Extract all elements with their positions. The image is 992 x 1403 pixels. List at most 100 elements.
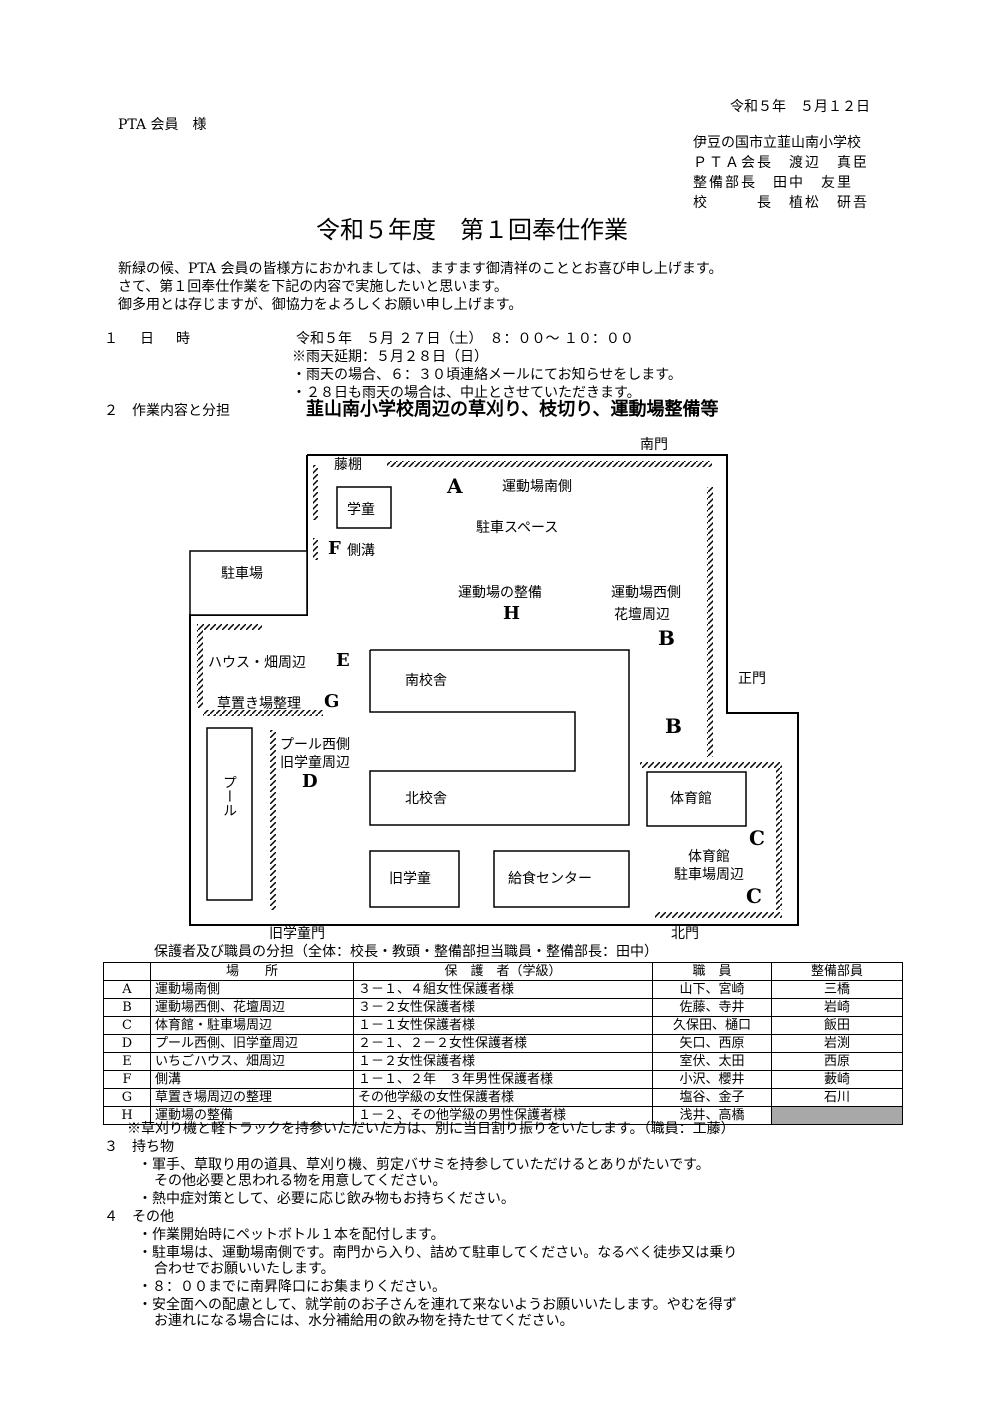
- cell: 運動場西側、花壇周辺: [150, 998, 354, 1017]
- pool-west-label-2: 旧学童周辺: [280, 755, 350, 771]
- section4-label: ４ その他: [104, 1209, 174, 1225]
- zone-b-letter-2: B: [665, 714, 682, 738]
- sender-pta: ＰＴＡ会長 渡辺 真臣: [693, 155, 869, 171]
- cell: いちごハウス、畑周辺: [150, 1052, 354, 1071]
- zone-h-letter: H: [503, 603, 521, 624]
- gym-label: 体育館: [670, 791, 712, 807]
- zone-g-hatch: [203, 710, 323, 716]
- table-note: ※草刈り機と軽トラックを持参いただいた方は、別に当日割り振りをいたします。（職員…: [127, 1121, 735, 1137]
- section4-line-1: ・作業開始時にペットボトル１本を配付します。: [138, 1227, 445, 1243]
- cell: 草置き場周辺の整理: [150, 1088, 354, 1107]
- zone-b-hatch: [707, 487, 713, 757]
- cell: 小沢、櫻井: [652, 1070, 772, 1089]
- cell: 運動場の整備: [150, 1106, 354, 1125]
- cell: [771, 1106, 903, 1125]
- kyushoku-label: 給食センター: [508, 871, 592, 887]
- greeting-1: 新緑の候、PTA 会員の皆様方におかれましては、ますます御清祥のこととお喜び申し…: [118, 261, 723, 277]
- table-caption: 保護者及び職員の分担（全体：校長・教頭・整備部担当職員・整備部長：田中）: [154, 944, 658, 960]
- col-seibi: 整備部員: [771, 962, 903, 981]
- section4-line-4: ・８：００までに南昇降口にお集まりください。: [138, 1279, 446, 1295]
- cell: 体育館・駐車場周辺: [150, 1016, 354, 1035]
- ground-maint-label: 運動場の整備: [458, 585, 542, 601]
- col-place: 場 所: [150, 962, 354, 981]
- col-letter: [103, 962, 151, 981]
- zone-f-letter: F: [328, 538, 341, 559]
- school-map: 南門 藤棚 A 運動場南側 学童 駐車スペース F 側溝 駐車場 運動場の整備 …: [189, 437, 799, 942]
- old-gakudo-gate-label: 旧学童門: [269, 926, 325, 942]
- cell: 西原: [771, 1052, 903, 1071]
- cell: １－１女性保護者様: [353, 1016, 653, 1035]
- south-gate-label: 南門: [640, 437, 668, 453]
- pool-west-label-1: プール西側: [280, 737, 350, 753]
- zone-f-hatch-1: [313, 465, 318, 520]
- section1-note-2: ・雨天の場合、６：３０頃連絡メールにてお知らせをします。: [292, 367, 682, 383]
- section3-label: ３ 持ち物: [104, 1139, 174, 1155]
- cell: 石川: [771, 1088, 903, 1107]
- zone-c-hatch-bottom: [655, 912, 782, 918]
- fujidana-label: 藤棚: [334, 457, 362, 473]
- main-gate-label: 正門: [738, 671, 766, 687]
- col-staff: 職 員: [652, 962, 772, 981]
- cell: 運動場南側: [150, 980, 354, 999]
- zone-c-hatch-side: [776, 768, 782, 910]
- issue-date: 令和５年 ５月１２日: [730, 99, 870, 115]
- map-outline: [189, 454, 799, 926]
- cell: C: [103, 1016, 151, 1035]
- cell: 浅井、高橋: [652, 1106, 772, 1125]
- zone-f-hatch-2: [313, 538, 318, 560]
- old-gakudo-box: [369, 850, 460, 908]
- cell: １－１、２年 ３年男性保護者様: [353, 1070, 653, 1089]
- section4-line-6: お連れになる場合には、水分補給用の飲み物を持たせてください。: [154, 1313, 574, 1329]
- cell: A: [103, 980, 151, 999]
- cell: B: [103, 998, 151, 1017]
- zone-d-letter: D: [302, 771, 318, 792]
- section1-note-3: ・２８日も雨天の場合は、中止とさせていただきます。: [292, 385, 641, 401]
- greeting-3: 御多用とは存じますが、御協力をよろしくお願い申し上げます。: [118, 297, 523, 313]
- gym-parking-label-1: 体育館: [688, 849, 730, 865]
- zone-a-text: 運動場南側: [502, 479, 572, 495]
- zone-a-hatch: [387, 461, 712, 467]
- cell: プール西側、旧学童周辺: [150, 1034, 354, 1053]
- cell: １－２、その他学級の男性保護者様: [353, 1106, 653, 1125]
- zone-a-letter: A: [447, 474, 463, 498]
- cell: 矢口、西原: [652, 1034, 772, 1053]
- section1-label: １ 日 時: [104, 331, 194, 347]
- kyushoku-box: [493, 850, 630, 908]
- school-name: 伊豆の国市立韮山南小学校: [693, 135, 861, 151]
- section2-content: 韮山南小学校周辺の草刈り、枝切り、運動場整備等: [306, 399, 719, 420]
- section1-datetime: 令和５年 ５月 ２７日（土） ８：００～ １０：００: [296, 331, 634, 347]
- south-building-label: 南校舎: [405, 673, 447, 689]
- zone-f-text: 側溝: [347, 543, 375, 559]
- cell: E: [103, 1052, 151, 1071]
- zone-g-letter: G: [324, 691, 340, 712]
- parking-lot-box: [189, 550, 308, 616]
- cell: ２－１、２－２女性保護者様: [353, 1034, 653, 1053]
- zone-c-letter-2: C: [746, 884, 762, 908]
- zone-c-hatch-top: [640, 762, 782, 768]
- pool-box: [206, 727, 253, 901]
- zone-e-letter: E: [336, 650, 350, 671]
- section2-label: ２ 作業内容と分担: [104, 403, 230, 419]
- section1-note-1: ※雨天延期：５月２８日（日）: [292, 349, 488, 365]
- cell: 飯田: [771, 1016, 903, 1035]
- north-gate-label: 北門: [671, 926, 699, 942]
- cell: 岩渕: [771, 1034, 903, 1053]
- zone-d-hatch: [270, 730, 276, 910]
- gym-box: [646, 771, 747, 827]
- section3-line-2: その他必要と思われる物を用意してください。: [154, 1173, 447, 1189]
- gym-parking-label-2: 駐車場周辺: [674, 867, 744, 883]
- cell: G: [103, 1088, 151, 1107]
- zone-c-letter-1: C: [749, 826, 765, 850]
- zone-e-text: ハウス・畑周辺: [208, 655, 306, 671]
- col-guardians: 保 護 者（学級）: [353, 962, 653, 981]
- cell: 藪崎: [771, 1070, 903, 1089]
- cell: 室伏、太田: [652, 1052, 772, 1071]
- cell: 側溝: [150, 1070, 354, 1089]
